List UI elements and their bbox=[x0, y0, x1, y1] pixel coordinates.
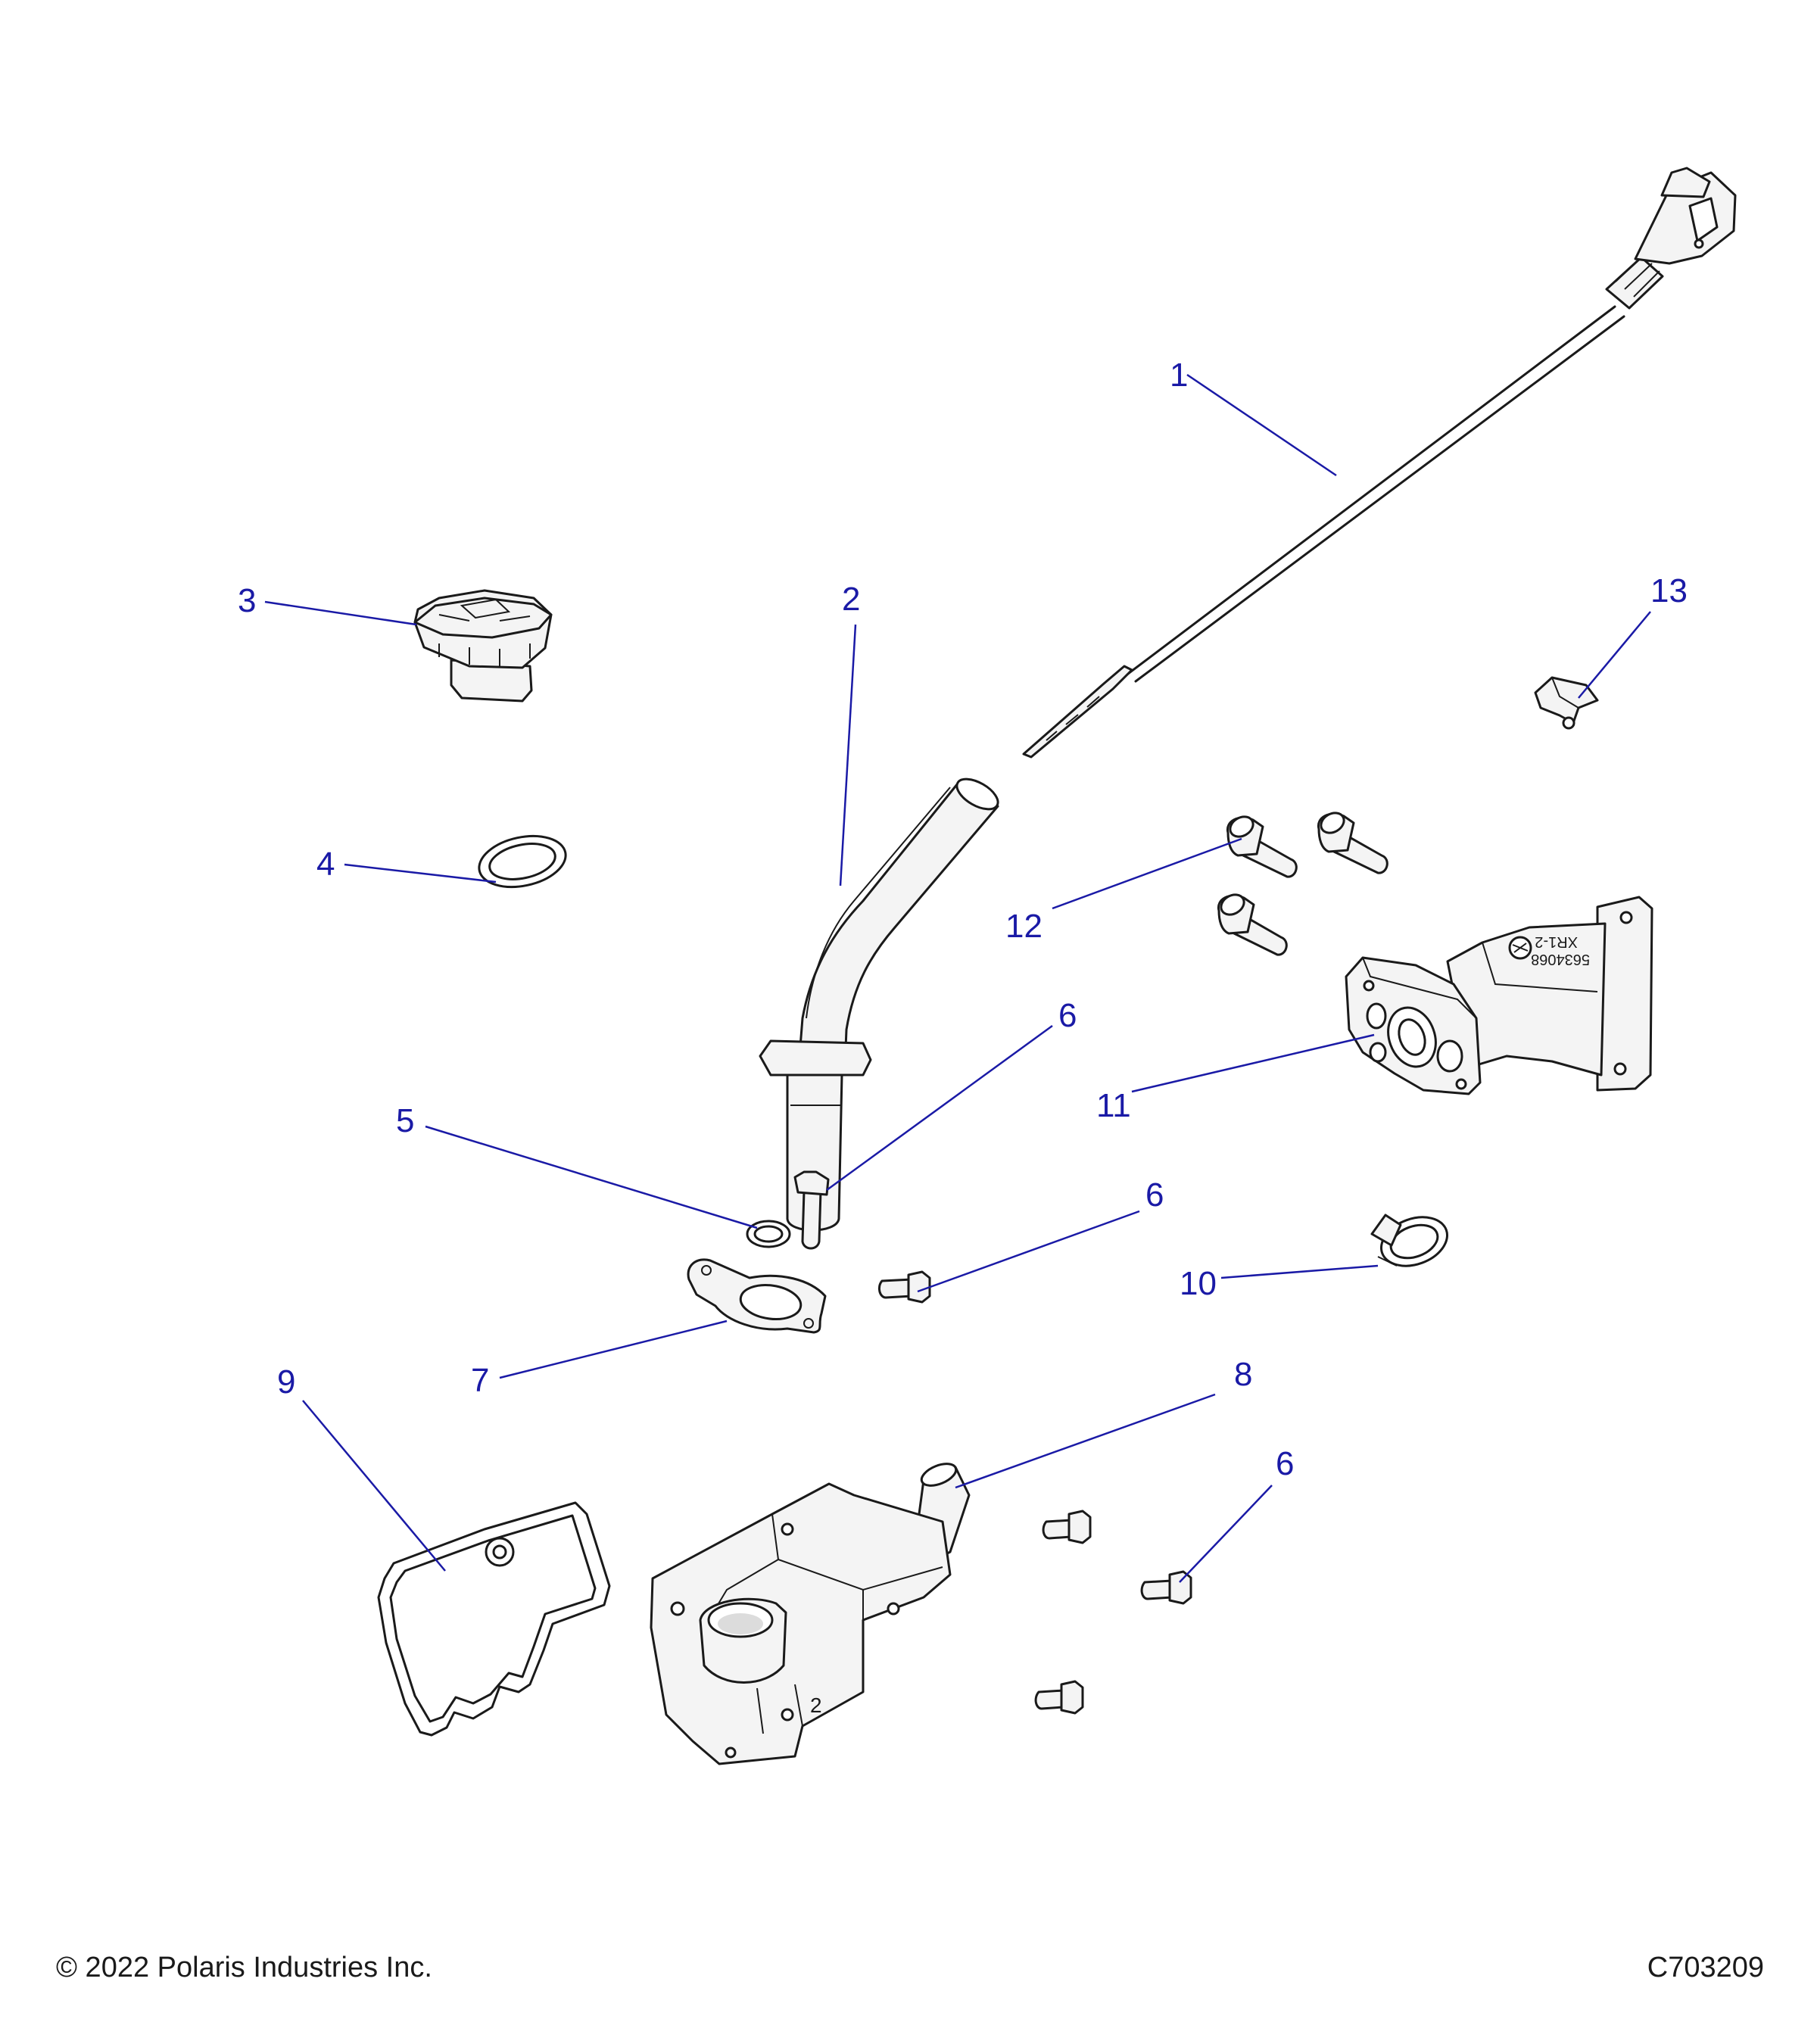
callout-2: 2 bbox=[842, 581, 860, 618]
leader-1 bbox=[1186, 373, 1337, 477]
leader-4 bbox=[344, 863, 497, 883]
part-4-o-ring bbox=[478, 834, 567, 889]
leader-10 bbox=[1220, 1264, 1379, 1279]
leader-5 bbox=[425, 1125, 758, 1229]
callout-11: 11 bbox=[1096, 1087, 1131, 1124]
part-1-dipstick bbox=[1022, 167, 1737, 759]
callout-8: 8 bbox=[1234, 1356, 1252, 1393]
callout-9: 9 bbox=[277, 1363, 295, 1401]
leader-6a bbox=[826, 1024, 1053, 1192]
callout-13: 13 bbox=[1650, 572, 1688, 609]
callout-12: 12 bbox=[1005, 908, 1043, 945]
part-7-gasket bbox=[687, 1258, 827, 1334]
part-12-cap-screw-1 bbox=[1226, 815, 1298, 878]
part-5-small-o-ring bbox=[746, 1220, 791, 1248]
callout-3: 3 bbox=[238, 582, 256, 619]
drawing-number: C703209 bbox=[1647, 1952, 1764, 1983]
leader-3 bbox=[264, 600, 417, 626]
part-12-cap-screw-2 bbox=[1317, 812, 1388, 874]
callout-labels: 1 2 3 4 5 6 6 6 7 8 9 10 11 12 13 bbox=[238, 357, 1688, 1482]
part-11-adapter: 5634068 XR1-2 bbox=[1345, 896, 1653, 1095]
callout-1: 1 bbox=[1170, 357, 1188, 394]
part-2-dipstick-tube bbox=[759, 777, 999, 1232]
part-6-bolt-horizontal-2 bbox=[1042, 1510, 1092, 1544]
leader-9 bbox=[302, 1400, 446, 1572]
callout-6b: 6 bbox=[1145, 1176, 1164, 1214]
housing-marking: 2 bbox=[810, 1693, 822, 1717]
part-6-bolt-horizontal-3 bbox=[1140, 1570, 1192, 1605]
leader-6b bbox=[917, 1210, 1140, 1293]
callout-6c: 6 bbox=[1276, 1445, 1294, 1482]
adapter-code-line2: XR1-2 bbox=[1535, 933, 1578, 950]
part-13-clip bbox=[1534, 676, 1599, 730]
part-9-cover-gasket bbox=[377, 1501, 611, 1737]
callout-5: 5 bbox=[396, 1102, 414, 1139]
leader-lines bbox=[264, 373, 1651, 1583]
adapter-code-line1: 5634068 bbox=[1531, 951, 1590, 967]
callout-4: 4 bbox=[316, 846, 335, 883]
leader-12 bbox=[1052, 837, 1242, 910]
copyright-notice: © 2022 Polaris Industries Inc. bbox=[56, 1952, 432, 1983]
callout-7: 7 bbox=[471, 1362, 489, 1399]
callout-6a: 6 bbox=[1058, 997, 1077, 1034]
leader-8 bbox=[955, 1393, 1216, 1489]
part-10-hose-clamp bbox=[1370, 1214, 1449, 1267]
leader-6c bbox=[1179, 1485, 1273, 1583]
part-8-oil-housing: 2 bbox=[650, 1463, 971, 1765]
part-3-filler-cap bbox=[413, 589, 553, 703]
part-6-bolt-horizontal-4 bbox=[1034, 1680, 1084, 1715]
leader-11 bbox=[1131, 1033, 1375, 1093]
part-6-bolt-vertical bbox=[793, 1170, 830, 1250]
leader-7 bbox=[499, 1320, 728, 1379]
callout-10: 10 bbox=[1180, 1265, 1217, 1302]
part-12-cap-screw-3 bbox=[1217, 893, 1288, 956]
leader-2 bbox=[839, 624, 857, 886]
leader-13 bbox=[1578, 611, 1651, 699]
part-6-bolt-horizontal-1 bbox=[877, 1270, 931, 1304]
